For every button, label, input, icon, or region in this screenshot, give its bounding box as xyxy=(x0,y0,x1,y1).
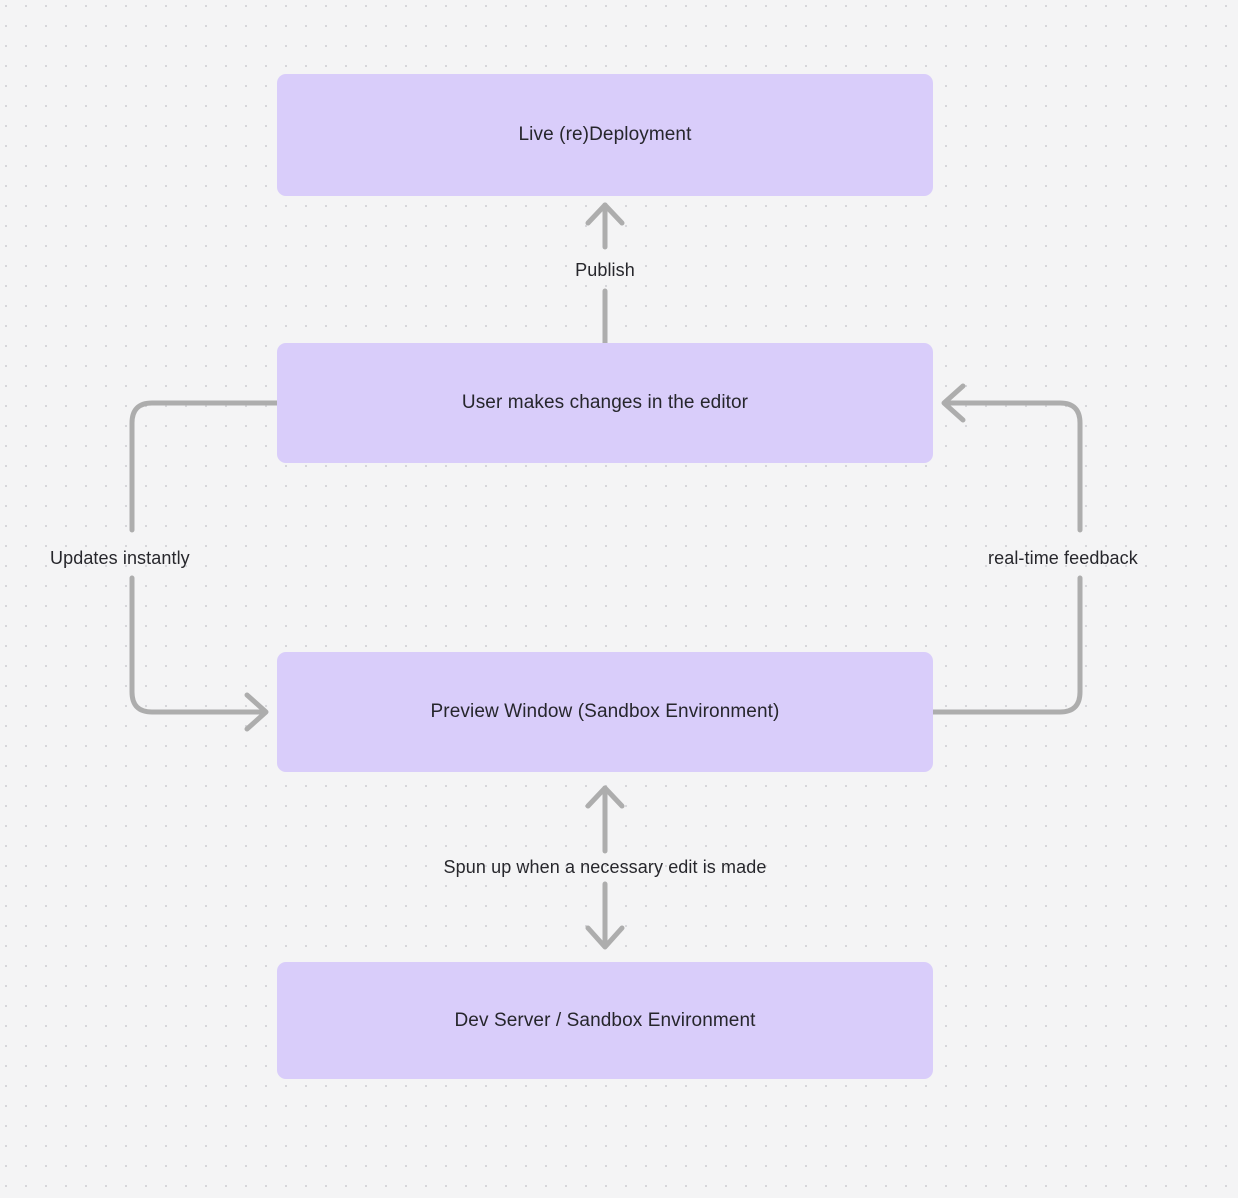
edge-label-publish: Publish xyxy=(575,260,635,280)
node-live-redeployment-label: Live (re)Deployment xyxy=(518,124,692,145)
node-user-makes-changes-label: User makes changes in the editor xyxy=(461,392,749,413)
edge-label-updates-instantly: Updates instantly xyxy=(50,548,190,568)
node-live-redeployment[interactable]: Live (re)Deployment xyxy=(277,74,933,196)
node-preview-window[interactable]: Preview Window (Sandbox Environment) xyxy=(277,652,933,772)
node-dev-server-label: Dev Server / Sandbox Environment xyxy=(454,1009,756,1031)
node-dev-server[interactable]: Dev Server / Sandbox Environment xyxy=(277,962,933,1079)
edge-label-spun-up: Spun up when a necessary edit is made xyxy=(443,857,767,877)
node-preview-window-label: Preview Window (Sandbox Environment) xyxy=(430,701,780,722)
node-user-makes-changes[interactable]: User makes changes in the editor xyxy=(277,343,933,463)
edge-label-realtime-feedback: real-time feedback xyxy=(988,548,1138,568)
